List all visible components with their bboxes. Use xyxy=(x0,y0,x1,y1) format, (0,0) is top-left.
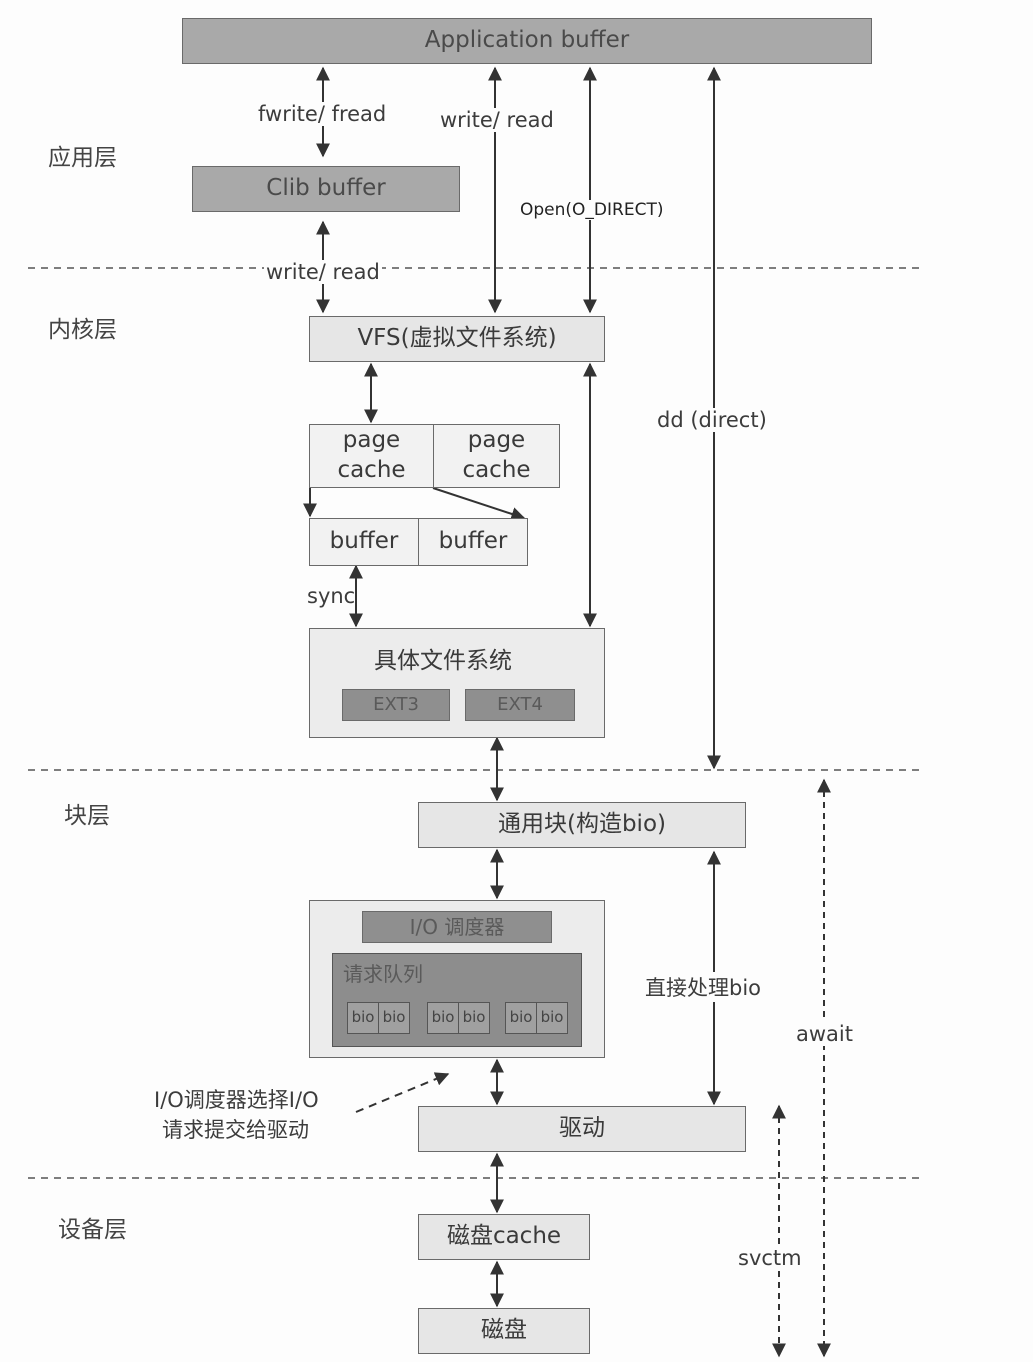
vfs-box: VFS(虚拟文件系统) xyxy=(309,316,605,362)
layer-label-kernel: 内核层 xyxy=(48,317,117,343)
label-await: await xyxy=(794,1022,855,1046)
label-sync: sync xyxy=(307,584,356,608)
disk-cache-box: 磁盘cache xyxy=(418,1214,590,1260)
arrow-scheduler-note xyxy=(355,1072,450,1113)
page-cache-box-1: page cache xyxy=(309,424,434,488)
io-scheduler-box: I/O 调度器 xyxy=(362,911,552,943)
page-cache-label-1: page cache xyxy=(337,427,406,483)
disk-box: 磁盘 xyxy=(418,1308,590,1354)
request-queue-box: 请求队列 bio bio bio bio bio bio xyxy=(332,953,582,1047)
request-queue-label: 请求队列 xyxy=(343,962,423,986)
ext4-box: EXT4 xyxy=(465,689,575,721)
bio-3: bio xyxy=(427,1002,459,1034)
label-direct-bio: 直接处理bio xyxy=(643,972,764,1002)
bio-1: bio xyxy=(347,1002,379,1034)
io-scheduler-frame: I/O 调度器 请求队列 bio bio bio bio bio bio xyxy=(309,900,605,1058)
layer-label-app: 应用层 xyxy=(48,145,117,171)
page-cache-label-2: page cache xyxy=(462,427,531,483)
layer-label-device: 设备层 xyxy=(58,1217,127,1243)
label-write-read-2: write/ read xyxy=(264,260,382,284)
bio-4: bio xyxy=(458,1002,490,1034)
label-scheduler-note-2: 请求提交给驱动 xyxy=(162,1118,309,1142)
generic-block-box: 通用块(构造bio) xyxy=(418,802,746,848)
bio-2: bio xyxy=(378,1002,410,1034)
label-fwrite-fread: fwrite/ fread xyxy=(256,102,389,126)
clib-buffer-box: Clib buffer xyxy=(192,166,460,212)
label-scheduler-note-1: I/O调度器选择I/O xyxy=(154,1088,319,1112)
bio-6: bio xyxy=(536,1002,568,1034)
label-write-read-1: write/ read xyxy=(438,108,556,132)
bio-5: bio xyxy=(505,1002,537,1034)
application-buffer-box: Application buffer xyxy=(182,18,872,64)
arrow-pagecache-buffer-2 xyxy=(432,487,526,521)
label-dd-direct: dd (direct) xyxy=(655,408,769,432)
concrete-fs-label: 具体文件系统 xyxy=(374,648,512,674)
driver-box: 驱动 xyxy=(418,1106,746,1152)
layer-label-block: 块层 xyxy=(64,803,110,829)
page-cache-box-2: page cache xyxy=(433,424,560,488)
buffer-box-1: buffer xyxy=(309,518,419,566)
ext3-box: EXT3 xyxy=(342,689,450,721)
label-open-odirect: Open(O_DIRECT) xyxy=(518,200,666,220)
buffer-box-2: buffer xyxy=(418,518,528,566)
label-svctm: svctm xyxy=(736,1246,804,1270)
concrete-fs-box: 具体文件系统 EXT3 EXT4 xyxy=(309,628,605,738)
